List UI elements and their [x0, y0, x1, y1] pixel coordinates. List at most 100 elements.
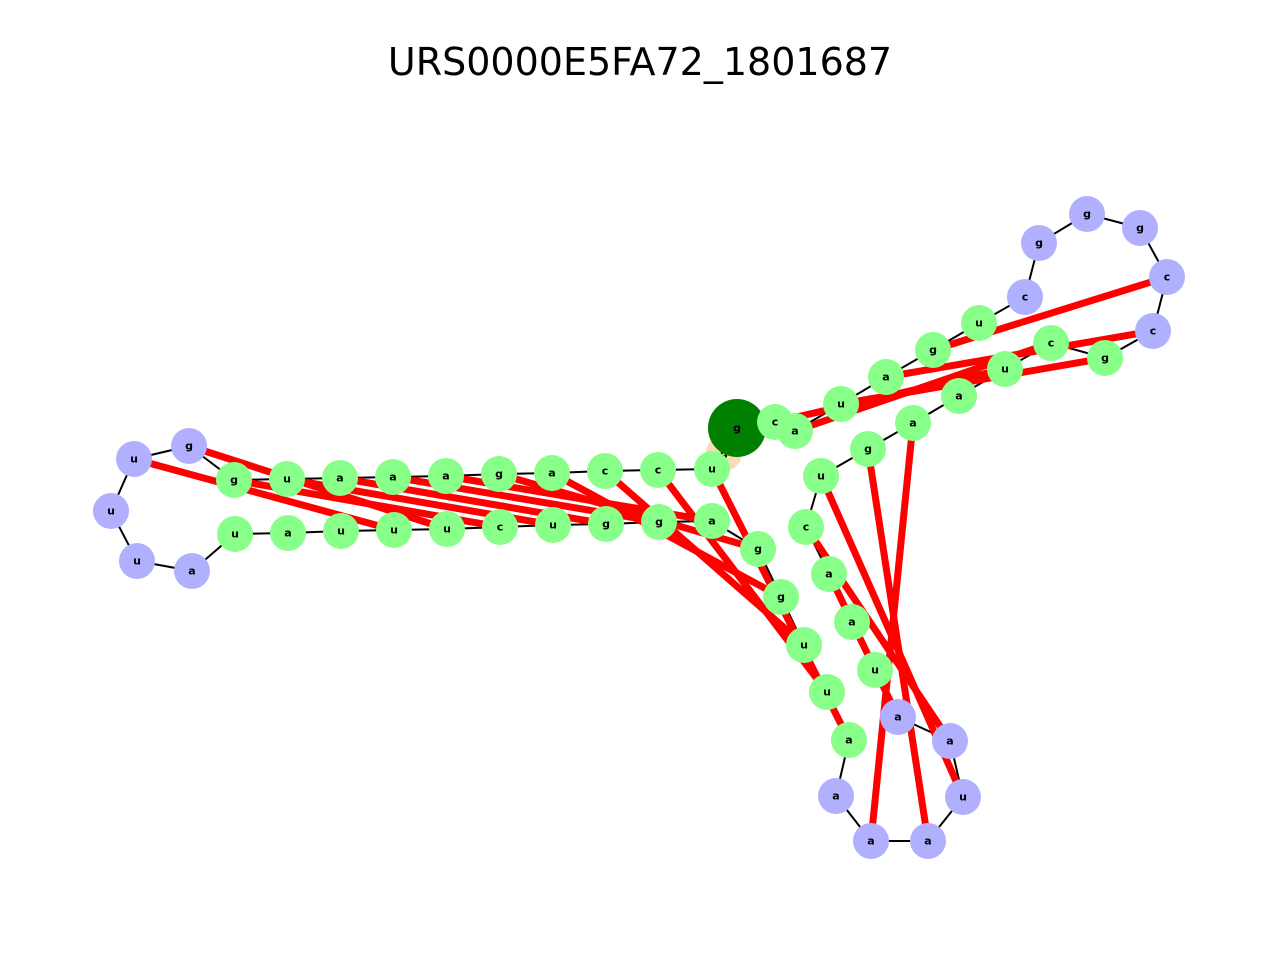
nucleotide-circle [482, 509, 518, 545]
nucleotide-circle [1033, 325, 1069, 361]
base-pair [885, 327, 1154, 381]
nucleotide-label: u [975, 317, 983, 330]
stem-nucleotide: a [375, 459, 411, 495]
nucleotide-circle [375, 459, 411, 495]
nucleotide-label: a [825, 568, 832, 581]
nucleotide-label: c [803, 521, 810, 534]
nucleotide-circle [880, 699, 916, 735]
loop-nucleotide: g [1021, 225, 1057, 261]
nucleotide-circle [834, 604, 870, 640]
nucleotide-circle [895, 405, 931, 441]
stem-nucleotide: g [481, 456, 517, 492]
nucleotide-label: u [708, 463, 716, 476]
stem-nucleotide: a [322, 460, 358, 496]
stem-nucleotide: u [217, 516, 253, 552]
nucleotide-label: c [602, 465, 609, 478]
loop-nucleotide: u [93, 493, 129, 529]
nucleotide-circle [216, 462, 252, 498]
nucleotide-circle [932, 723, 968, 759]
nucleotide-circle [818, 778, 854, 814]
nucleotide-circle [788, 509, 824, 545]
nucleotide-label: u [800, 639, 808, 652]
stem-nucleotide: u [857, 652, 893, 688]
stem-nucleotide: a [811, 556, 847, 592]
nucleotide-circle [763, 579, 799, 615]
nucleotide-label: a [336, 472, 343, 485]
loop-nucleotide: a [853, 823, 889, 859]
stem-nucleotide: u [429, 511, 465, 547]
nucleotide-circle [740, 531, 776, 567]
loop-nucleotide: a [910, 823, 946, 859]
nucleotide-label: g [185, 440, 193, 453]
nucleotide-circle [429, 511, 465, 547]
nucleotide-circle [809, 674, 845, 710]
nucleotide-label: g [230, 474, 238, 487]
nucleotide-label: c [655, 464, 662, 477]
stem-nucleotide: a [694, 503, 730, 539]
stem-nucleotide: u [535, 507, 571, 543]
nucleotide-circle [481, 456, 517, 492]
nucleotide-circle [786, 627, 822, 663]
nucleotide-label: g [864, 443, 872, 456]
stem-nucleotide: a [895, 405, 931, 441]
stem-nucleotide: u [803, 458, 839, 494]
nucleotide-circle [1069, 196, 1105, 232]
nucleotide-label: a [955, 390, 962, 403]
nucleotide-label: u [823, 686, 831, 699]
nucleotide-label: u [231, 528, 239, 541]
loop-nucleotide: u [945, 779, 981, 815]
loop-nucleotide: c [1149, 259, 1185, 295]
nucleotide-circle [322, 460, 358, 496]
stem-nucleotide: g [740, 531, 776, 567]
loop-nucleotide: a [174, 553, 210, 589]
nucleotide-label: u [871, 664, 879, 677]
nucleotide-label: g [777, 591, 785, 604]
stem-nucleotide: a [831, 722, 867, 758]
stem-nucleotide: g [763, 579, 799, 615]
loop-nucleotide: a [932, 723, 968, 759]
nucleotide-circle [757, 404, 793, 440]
nucleotide-label: a [946, 735, 953, 748]
nucleotide-label: u [817, 470, 825, 483]
nucleotide-label: a [188, 565, 195, 578]
stem-nucleotide: u [694, 451, 730, 487]
nucleotide-label: a [442, 470, 449, 483]
nucleotide-label: g [754, 543, 762, 556]
nucleotide-circle [945, 779, 981, 815]
nucleotide-circle [428, 458, 464, 494]
nucleotide-label: u [443, 523, 451, 536]
nucleotide-label: u [283, 473, 291, 486]
nucleotide-circle [857, 652, 893, 688]
nucleotide-label: g [495, 468, 503, 481]
nucleotide-label: g [929, 344, 937, 357]
nucleotide-circle [694, 503, 730, 539]
loop-nucleotide: g [1069, 196, 1105, 232]
stem-nucleotide: u [786, 627, 822, 663]
nucleotide-label: a [882, 371, 889, 384]
nucleotide-label: a [845, 734, 852, 747]
nucleotide-label: g [602, 518, 610, 531]
stem-nucleotide: u [961, 305, 997, 341]
base-pair [825, 572, 902, 719]
nucleotide-circle [535, 507, 571, 543]
stem-nucleotide: c [1033, 325, 1069, 361]
base-pair [840, 354, 1106, 408]
nucleotide-circle [641, 504, 677, 540]
loop-nucleotide: a [880, 699, 916, 735]
loop-nucleotide: a [818, 778, 854, 814]
stem-nucleotide: u [323, 513, 359, 549]
nucleotide-label: a [284, 527, 291, 540]
nucleotide-circle [588, 506, 624, 542]
nucleotide-circle [1087, 340, 1123, 376]
nucleotide-label: a [832, 790, 839, 803]
nucleotide-label: g [1035, 237, 1043, 250]
stem-nucleotide: a [534, 455, 570, 491]
nucleotide-circle [811, 556, 847, 592]
nucleotide-layer: guccagaaaugguuuauauuucuggagguuaaaauaauaa… [93, 196, 1185, 859]
nucleotide-circle [823, 386, 859, 422]
nucleotide-circle [910, 823, 946, 859]
nucleotide-circle [868, 359, 904, 395]
nucleotide-label: u [337, 525, 345, 538]
nucleotide-circle [376, 512, 412, 548]
